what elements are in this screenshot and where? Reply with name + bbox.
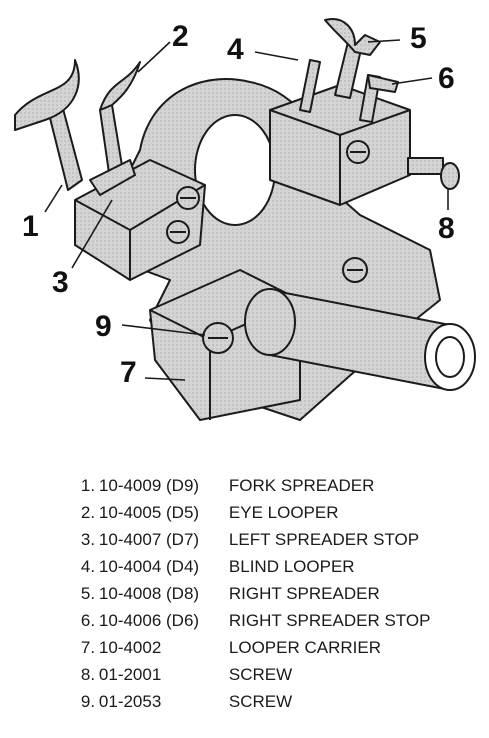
plate-hole: [194, 114, 276, 226]
legend-part-code: 01-2001: [98, 665, 162, 684]
legend-description: SCREW: [228, 692, 293, 711]
callout-2: 2: [172, 20, 189, 53]
legend-item: 8.01-2001 SCREW: [62, 639, 482, 684]
legend-part-code: 10-4007 (D7): [98, 530, 200, 549]
looper-assembly-diagram: [14, 18, 476, 421]
legend-number: 4.: [80, 557, 96, 576]
legend-part-code: 10-4005 (D5): [98, 503, 200, 522]
legend-description: FORK SPREADER: [228, 476, 375, 495]
callout-3: 3: [52, 266, 69, 299]
legend-item: 3.10-4007 (D7) LEFT SPREADER STOP: [62, 504, 482, 549]
legend-description: SCREW: [228, 665, 293, 684]
callout-9: 9: [95, 310, 112, 343]
callout-7: 7: [120, 356, 137, 389]
legend-description: LOOPER CARRIER: [228, 638, 381, 657]
legend-description: LEFT SPREADER STOP: [228, 530, 420, 549]
legend-part-code: 10-4009 (D9): [98, 476, 200, 495]
legend-number: 9.: [80, 692, 96, 711]
legend-description: EYE LOOPER: [228, 503, 339, 522]
leader-line: [367, 39, 401, 43]
legend-number: 3.: [80, 530, 96, 549]
legend-item: 6.10-4006 (D6) RIGHT SPREADER STOP: [62, 585, 482, 630]
legend-item: 4.10-4004 (D4) BLIND LOOPER: [62, 531, 482, 576]
legend-part-code: 10-4004 (D4): [98, 557, 200, 576]
legend-item: 7.10-4002 LOOPER CARRIER: [62, 612, 482, 657]
callout-1: 1: [22, 210, 39, 243]
left-spreader-stop: [89, 159, 136, 196]
leader-line: [121, 324, 206, 336]
legend-item: 2.10-4005 (D5) EYE LOOPER: [62, 477, 482, 522]
callout-6: 6: [438, 62, 455, 95]
side-screw: [407, 157, 444, 175]
legend-number: 7.: [80, 638, 96, 657]
legend-description: RIGHT SPREADER STOP: [228, 611, 431, 630]
legend-part-code: 10-4002: [98, 638, 162, 657]
legend-part-code: 01-2053: [98, 692, 162, 711]
leader-line: [144, 377, 186, 381]
leader-line: [71, 199, 113, 269]
callout-8: 8: [438, 212, 455, 245]
leader-line: [137, 41, 171, 73]
legend-number: 8.: [80, 665, 96, 684]
legend-number: 6.: [80, 611, 96, 630]
blind-looper: [299, 59, 321, 113]
legend-item: 1.10-4009 (D9) FORK SPREADER: [62, 450, 482, 495]
legend-part-code: 10-4006 (D6): [98, 611, 200, 630]
legend-description: BLIND LOOPER: [228, 557, 355, 576]
parts-legend: 1.10-4009 (D9) FORK SPREADER 2.10-4005 (D…: [62, 450, 482, 711]
callout-5: 5: [410, 22, 427, 55]
leader-line: [254, 51, 299, 61]
legend-part-code: 10-4008 (D8): [98, 584, 200, 603]
legend-number: 5.: [80, 584, 96, 603]
callout-4: 4: [227, 33, 244, 66]
legend-item: 5.10-4008 (D8) RIGHT SPREADER: [62, 558, 482, 603]
leader-line: [391, 77, 433, 85]
legend-number: 2.: [80, 503, 96, 522]
leader-line: [44, 184, 63, 213]
legend-description: RIGHT SPREADER: [228, 584, 380, 603]
legend-number: 1.: [80, 476, 96, 495]
